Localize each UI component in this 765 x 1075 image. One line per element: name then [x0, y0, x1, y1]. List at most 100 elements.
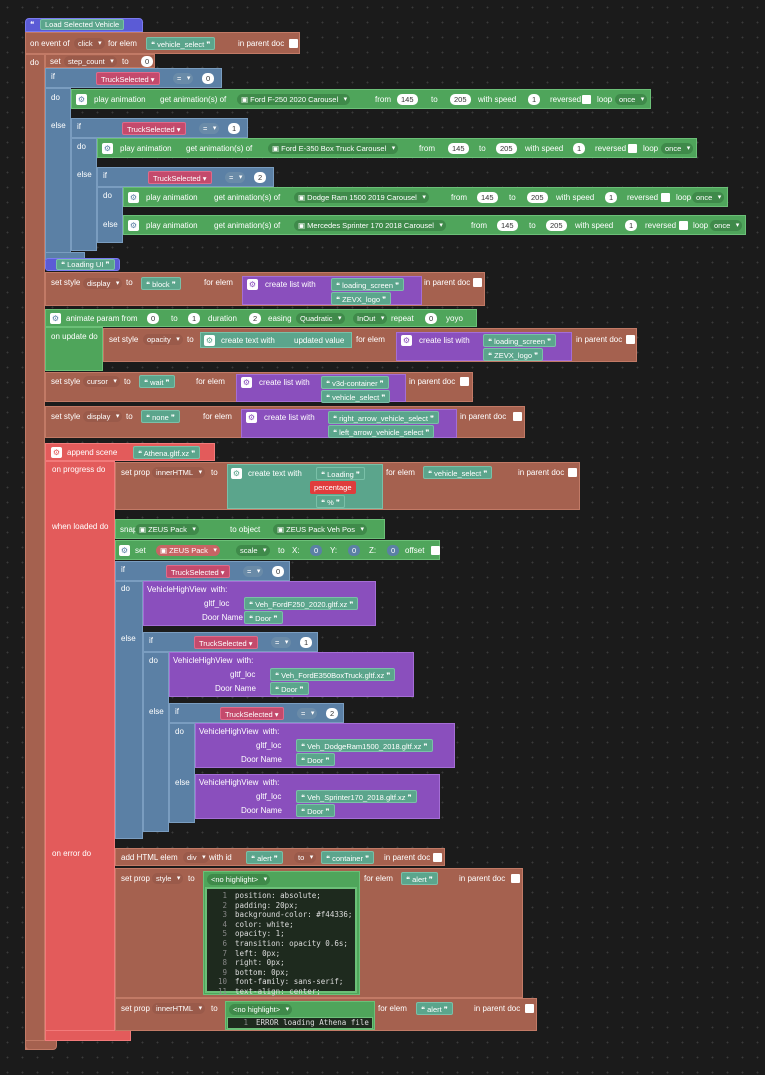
style-value[interactable]: ❝ none ❞	[141, 410, 180, 423]
create-list[interactable]: ⚙ create list with ❝ v3d-container ❞ ❝ v…	[236, 374, 406, 403]
list-item[interactable]: ❝ right_arrow_vehicle_select ❞	[328, 411, 440, 424]
in-parent-doc-checkbox[interactable]	[511, 874, 520, 883]
truck-selected-var[interactable]: TruckSelected ▾	[148, 171, 212, 184]
compare-op[interactable]: =	[243, 566, 264, 577]
gltf-value[interactable]: ❝ Veh_DodgeRam1500_2018.gltf.xz ❞	[296, 739, 433, 752]
set-style-opacity[interactable]: set style opacity to ⚙ create text with …	[103, 328, 637, 362]
if-loaded-1[interactable]: if TruckSelected ▾ = 0	[115, 561, 290, 581]
style-prop-dropdown[interactable]: opacity	[143, 334, 183, 345]
in-parent-doc-checkbox[interactable]	[626, 335, 635, 344]
to-value[interactable]: 1	[188, 313, 201, 324]
snap-block[interactable]: snap ▣ ZEUS Pack to object ▣ ZEUS Pack V…	[115, 519, 385, 539]
scene-file[interactable]: ❝ Athena.gltf.xz ❞	[133, 446, 201, 459]
in-parent-doc-checkbox[interactable]	[473, 278, 482, 287]
container-value[interactable]: ❝ container ❞	[321, 851, 375, 864]
compare-op[interactable]: =	[271, 637, 292, 648]
easing-mode-dropdown[interactable]: InOut	[353, 313, 388, 324]
create-list[interactable]: ⚙ create list with ❝ loading_screen ❞ ❝ …	[396, 332, 572, 361]
compare-op[interactable]: =	[297, 708, 318, 719]
vehicle-dropdown[interactable]: ▣ Mercedes Sprinter 170 2018 Carousel	[294, 220, 446, 231]
variable-dropdown[interactable]: step_count	[64, 56, 117, 67]
to-dropdown[interactable]: to	[294, 852, 317, 863]
from-value[interactable]: 145	[497, 220, 518, 231]
percentage-var[interactable]: percentage	[310, 481, 356, 494]
object-dropdown[interactable]: ▣ ZEUS Pack	[156, 545, 220, 556]
from-value[interactable]: 145	[397, 94, 418, 105]
loop-dropdown[interactable]: once	[661, 143, 694, 154]
event-block[interactable]: on event of click for elem ❝ vehicle_sel…	[25, 32, 300, 54]
elem-value[interactable]: ❝ vehicle_select ❞	[146, 37, 216, 50]
in-parent-doc-checkbox[interactable]	[513, 412, 522, 421]
speed-value[interactable]: 1	[528, 94, 541, 105]
in-parent-doc-checkbox[interactable]	[433, 853, 442, 862]
create-list[interactable]: ⚙ create list with ❝ right_arrow_vehicle…	[241, 409, 457, 438]
truck-selected-var[interactable]: TruckSelected ▾	[166, 565, 230, 578]
vehicle-dropdown[interactable]: ▣ Ford F-250 2020 Carousel	[237, 94, 351, 105]
add-html-elem[interactable]: add HTML elem div with id ❝ alert ❞ to ❝…	[115, 848, 445, 866]
loop-dropdown[interactable]: once	[692, 192, 725, 203]
gear-icon[interactable]: ⚙	[246, 412, 257, 423]
animate-param-block[interactable]: ⚙ animate param from 0 to 1 duration 2 e…	[45, 309, 477, 327]
gear-icon[interactable]: ⚙	[50, 313, 61, 324]
create-text[interactable]: ⚙ create text with ❝ Loading ❞ percentag…	[227, 464, 383, 509]
reversed-checkbox[interactable]	[661, 193, 670, 202]
style-value[interactable]: ❝ wait ❞	[139, 375, 175, 388]
set-style-cursor[interactable]: set style cursor to ❝ wait ❞ for elem ⚙ …	[45, 372, 473, 403]
gear-icon[interactable]: ⚙	[76, 94, 87, 105]
gear-icon[interactable]: ⚙	[401, 335, 412, 346]
gltf-value[interactable]: ❝ Veh_FordE350BoxTruck.gltf.xz ❞	[270, 668, 396, 681]
value-number[interactable]: 0	[141, 56, 154, 67]
door-value[interactable]: ❝ Door ❞	[296, 804, 335, 817]
function-header[interactable]: ❝ Load Selected Vehicle	[25, 18, 143, 32]
if-block-2[interactable]: if TruckSelected ▾ = 1	[71, 118, 248, 138]
speed-value[interactable]: 1	[625, 220, 638, 231]
compare-op[interactable]: =	[199, 123, 220, 134]
append-scene-block[interactable]: ⚙ append scene ❝ Athena.gltf.xz ❞	[45, 443, 215, 461]
list-item[interactable]: ❝ loading_screen ❞	[483, 334, 557, 347]
door-value[interactable]: ❝ Door ❞	[296, 753, 335, 766]
highlight-dropdown[interactable]: <no highlight>	[229, 1004, 293, 1015]
set-prop-style[interactable]: set prop style to <no highlight> 1positi…	[115, 868, 523, 998]
text-item[interactable]: ❝ % ❞	[316, 495, 345, 508]
event-dropdown[interactable]: click	[74, 38, 105, 49]
gear-icon[interactable]: ⚙	[128, 220, 139, 231]
vehicle-dropdown[interactable]: ▣ Ford E-350 Box Truck Carousel	[268, 143, 399, 154]
elem-value[interactable]: ❝ alert ❞	[416, 1002, 453, 1015]
gear-icon[interactable]: ⚙	[247, 279, 258, 290]
comment-text[interactable]: ❝ Loading UI ❞	[56, 259, 115, 270]
compare-value[interactable]: 0	[202, 73, 215, 84]
vehicle-high-view-1[interactable]: VehicleHighView with: gltf_loc ❝ Veh_For…	[143, 581, 376, 626]
from-value[interactable]: 0	[147, 313, 160, 324]
vehicle-dropdown[interactable]: ▣ Dodge Ram 1500 2019 Carousel	[294, 192, 429, 203]
text-item[interactable]: ❝ Loading ❞	[316, 467, 365, 480]
x-value[interactable]: 0	[310, 545, 323, 556]
loop-dropdown[interactable]: once	[710, 220, 743, 231]
in-parent-doc-checkbox[interactable]	[525, 1004, 534, 1013]
offset-checkbox[interactable]	[431, 546, 440, 555]
create-text[interactable]: ⚙ create text with updated value	[200, 332, 352, 348]
if-loaded-2[interactable]: if TruckSelected ▾ = 1	[143, 632, 318, 652]
easing-dropdown[interactable]: Quadratic	[296, 313, 345, 324]
set-variable-block[interactable]: set step_count to 0	[45, 54, 155, 68]
snap-target-dropdown[interactable]: ▣ ZEUS Pack Veh Pos	[273, 524, 367, 535]
in-parent-doc-checkbox[interactable]	[289, 39, 298, 48]
gear-icon[interactable]: ⚙	[128, 192, 139, 203]
style-prop-dropdown[interactable]: display	[83, 411, 123, 422]
gear-icon[interactable]: ⚙	[119, 545, 130, 556]
gltf-value[interactable]: ❝ Veh_Sprinter170_2018.gltf.xz ❞	[296, 790, 417, 803]
speed-value[interactable]: 1	[605, 192, 618, 203]
snap-object-dropdown[interactable]: ▣ ZEUS Pack	[135, 524, 199, 535]
z-value[interactable]: 0	[387, 545, 400, 556]
truck-selected-var[interactable]: TruckSelected ▾	[96, 72, 160, 85]
id-value[interactable]: ❝ alert ❞	[246, 851, 283, 864]
speed-value[interactable]: 1	[573, 143, 586, 154]
vehicle-high-view-2[interactable]: VehicleHighView with: gltf_loc ❝ Veh_For…	[169, 652, 414, 697]
list-item[interactable]: ❝ vehicle_select ❞	[321, 390, 391, 403]
style-value[interactable]: ❝ block ❞	[141, 277, 181, 290]
from-value[interactable]: 145	[477, 192, 498, 203]
to-value[interactable]: 205	[546, 220, 567, 231]
vehicle-high-view-4[interactable]: VehicleHighView with: gltf_loc ❝ Veh_Spr…	[195, 774, 440, 819]
